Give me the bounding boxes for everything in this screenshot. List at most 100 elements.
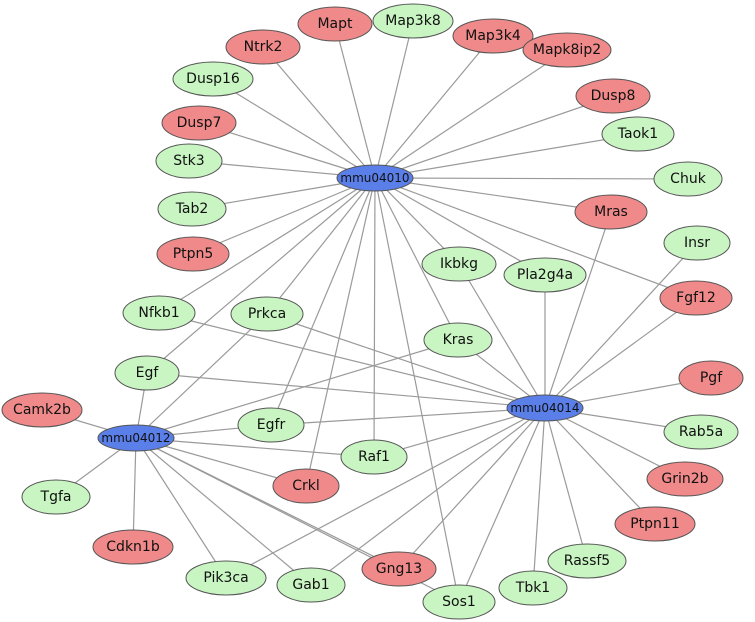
- node-ellipse: [646, 461, 724, 497]
- edge-mmu04012-cdkn1b: [132, 437, 137, 548]
- node-ellipse: [503, 257, 587, 293]
- hub-node-mmu04010[interactable]: mmu04010: [336, 164, 414, 192]
- node-ellipse: [452, 18, 534, 54]
- gene-node-dusp16[interactable]: Dusp16: [172, 61, 254, 97]
- node-ellipse: [547, 543, 627, 579]
- gene-node-pla2g4a[interactable]: Pla2g4a: [503, 257, 587, 293]
- gene-node-fgf12[interactable]: Fgf12: [659, 280, 733, 316]
- node-ellipse: [506, 394, 584, 422]
- node-ellipse: [678, 360, 744, 396]
- node-label: Ikbkg: [440, 256, 478, 272]
- gene-node-mapt[interactable]: Mapt: [297, 6, 373, 42]
- node-label: Insr: [684, 235, 710, 251]
- node-ellipse: [372, 3, 454, 39]
- gene-node-dusp8[interactable]: Dusp8: [575, 78, 651, 114]
- edge-mmu04012-raf1: [135, 437, 375, 458]
- node-label: Raf1: [358, 449, 390, 465]
- gene-node-mapk8ip2[interactable]: Mapk8ip2: [522, 32, 612, 68]
- gene-node-camk2b[interactable]: Camk2b: [1, 392, 83, 428]
- node-ellipse: [361, 551, 437, 587]
- edge-mmu04010-egf: [146, 177, 376, 374]
- node-label: Mapt: [317, 16, 353, 32]
- edge-mmu04010-map3k4: [374, 35, 494, 179]
- gene-node-ptpn11[interactable]: Ptpn11: [614, 506, 696, 542]
- gene-node-egf[interactable]: Egf: [114, 355, 180, 391]
- gene-node-gng13[interactable]: Gng13: [361, 551, 437, 587]
- gene-node-rassf5[interactable]: Rassf5: [547, 543, 627, 579]
- gene-node-sos1[interactable]: Sos1: [422, 584, 496, 620]
- gene-node-rab5a[interactable]: Rab5a: [663, 414, 739, 450]
- gene-node-raf1[interactable]: Raf1: [340, 439, 408, 475]
- node-label: Nfkb1: [138, 305, 179, 321]
- edge-mmu04014-mras: [544, 211, 612, 409]
- gene-node-tbk1[interactable]: Tbk1: [498, 570, 568, 606]
- node-ellipse: [276, 567, 346, 603]
- node-label: Ptpn11: [630, 516, 680, 532]
- edge-mmu04010-fgf12: [374, 177, 697, 299]
- gene-node-tgfa[interactable]: Tgfa: [21, 479, 91, 515]
- node-label: Crkl: [292, 478, 320, 494]
- node-ellipse: [663, 225, 731, 261]
- node-label: Rassf5: [564, 553, 610, 569]
- gene-node-cdkn1b[interactable]: Cdkn1b: [92, 529, 174, 565]
- node-label: Gab1: [292, 577, 329, 593]
- node-ellipse: [156, 236, 230, 272]
- node-label: Fgf12: [676, 290, 716, 306]
- node-label: Tgfa: [40, 489, 72, 505]
- gene-node-mras[interactable]: Mras: [574, 194, 648, 230]
- gene-node-taok1[interactable]: Taok1: [601, 116, 675, 152]
- gene-node-map3k4[interactable]: Map3k4: [452, 18, 534, 54]
- hub-node-mmu04012[interactable]: mmu04012: [97, 424, 175, 452]
- node-ellipse: [114, 355, 180, 391]
- edge-mmu04012-kras: [135, 339, 459, 439]
- edge-mmu04014-egf: [146, 372, 546, 409]
- edge-mmu04012-pik3ca: [135, 437, 227, 579]
- edge-mmu04010-crkl: [305, 177, 376, 487]
- edge-mmu04010-nfkb1: [158, 177, 376, 314]
- gene-node-dusp7[interactable]: Dusp7: [161, 105, 237, 141]
- gene-node-ikbkg[interactable]: Ikbkg: [421, 246, 497, 282]
- gene-node-egfr[interactable]: Egfr: [237, 407, 305, 443]
- node-label: mmu04012: [101, 431, 170, 445]
- gene-node-chuk[interactable]: Chuk: [653, 161, 723, 197]
- node-label: Chuk: [670, 171, 707, 187]
- gene-node-ptpn5[interactable]: Ptpn5: [156, 236, 230, 272]
- node-label: Tab2: [175, 201, 209, 217]
- node-label: Taok1: [617, 126, 658, 142]
- gene-node-crkl[interactable]: Crkl: [272, 468, 340, 504]
- gene-node-pgf[interactable]: Pgf: [678, 360, 744, 396]
- node-ellipse: [225, 29, 301, 65]
- node-label: Grin2b: [661, 471, 708, 487]
- node-label: Tbk1: [515, 580, 550, 596]
- edge-mmu04010-taok1: [374, 133, 639, 179]
- gene-node-kras[interactable]: Kras: [423, 322, 493, 358]
- gene-node-gab1[interactable]: Gab1: [276, 567, 346, 603]
- node-ellipse: [122, 295, 196, 331]
- gene-node-insr[interactable]: Insr: [663, 225, 731, 261]
- gene-node-ntrk2[interactable]: Ntrk2: [225, 29, 301, 65]
- node-label: Dusp8: [591, 88, 636, 104]
- edge-mmu04010-map3k8: [374, 20, 414, 179]
- hub-node-mmu04014[interactable]: mmu04014: [506, 394, 584, 422]
- node-label: Prkca: [248, 306, 286, 322]
- node-label: Ntrk2: [244, 39, 283, 55]
- node-ellipse: [653, 161, 723, 197]
- gene-node-grin2b[interactable]: Grin2b: [646, 461, 724, 497]
- edge-mmu04010-mras: [374, 177, 612, 213]
- node-ellipse: [1, 392, 83, 428]
- gene-node-stk3[interactable]: Stk3: [155, 143, 223, 179]
- node-label: Mras: [594, 204, 628, 220]
- edge-mmu04014-fgf12: [544, 297, 697, 409]
- edge-mmu04010-prkca: [266, 177, 376, 315]
- gene-node-nfkb1[interactable]: Nfkb1: [122, 295, 196, 331]
- gene-node-map3k8[interactable]: Map3k8: [372, 3, 454, 39]
- gene-node-prkca[interactable]: Prkca: [230, 296, 304, 332]
- gene-node-pik3ca[interactable]: Pik3ca: [185, 560, 267, 596]
- node-ellipse: [663, 414, 739, 450]
- node-ellipse: [230, 296, 304, 332]
- gene-node-tab2[interactable]: Tab2: [157, 191, 227, 227]
- edge-mmu04010-raf1: [373, 177, 376, 458]
- node-label: Pla2g4a: [517, 267, 573, 283]
- node-label: mmu04014: [510, 401, 579, 415]
- edge-mmu04010-kras: [374, 177, 459, 341]
